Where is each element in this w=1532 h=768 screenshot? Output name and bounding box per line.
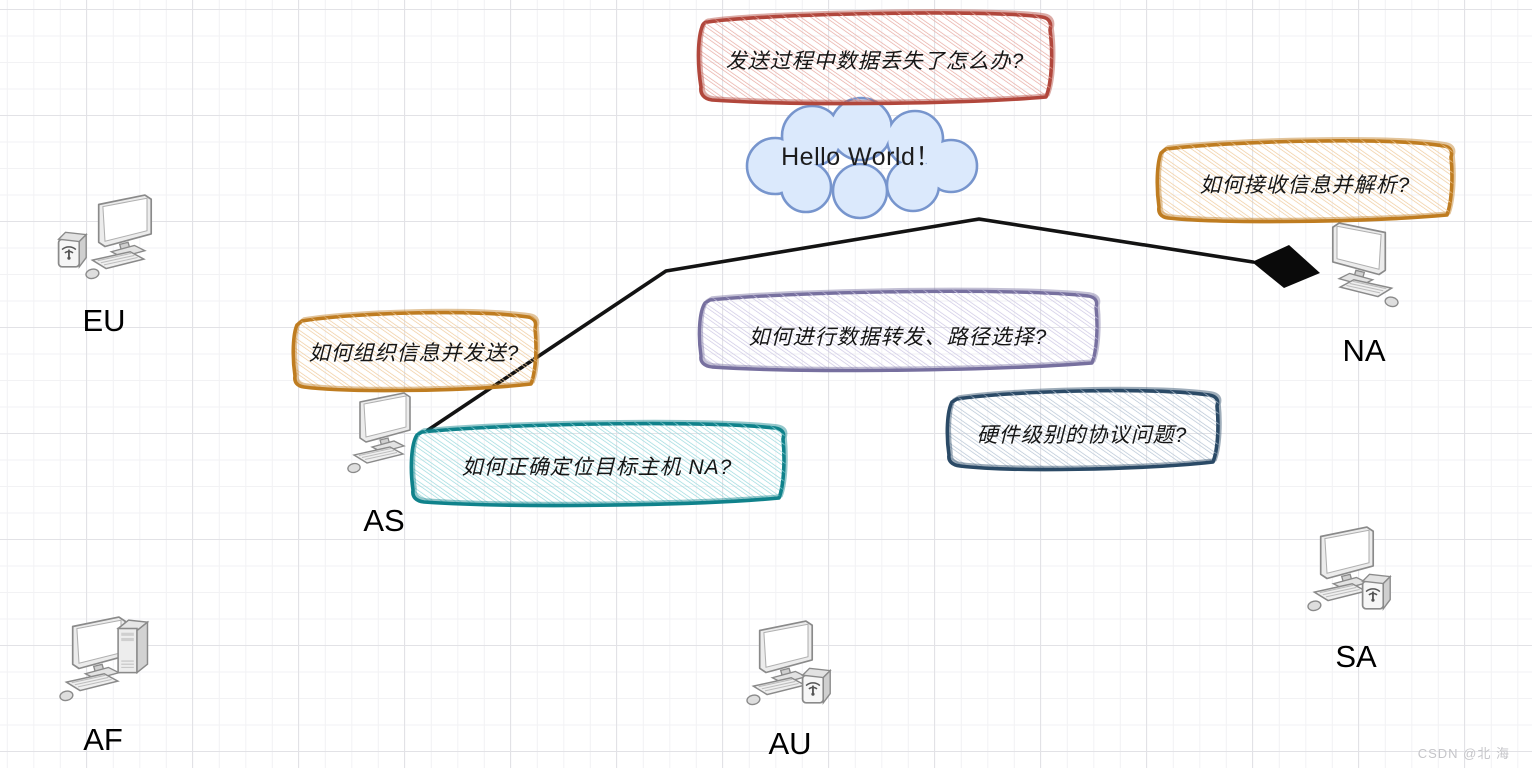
- computer-icon-af: [58, 616, 149, 703]
- computer-icon-au: [745, 620, 832, 707]
- callout-box-forward-route: [697, 287, 1101, 373]
- host-label-sa: SA: [1335, 639, 1377, 674]
- callout-text-hardware-protocol: 硬件级别的协议问题?: [976, 424, 1188, 447]
- connection-diamond-endpoint: [1252, 245, 1320, 288]
- computer-icon-eu: [57, 194, 153, 281]
- connection-line: [426, 217, 1255, 432]
- speech-cloud: [745, 96, 979, 220]
- watermark: CSDN @北 海: [1417, 746, 1510, 761]
- callout-box-receive-parse: [1155, 137, 1456, 224]
- host-label-as: AS: [363, 503, 405, 538]
- cloud-message: Hello World！: [781, 143, 941, 171]
- callout-text-data-loss: 发送过程中数据丢失了怎么办?: [725, 50, 1025, 73]
- computer-icon-as: [346, 392, 411, 475]
- host-label-au: AU: [768, 726, 812, 761]
- computer-icon-na: [1331, 222, 1400, 309]
- callout-text-forward-route: 如何进行数据转发、路径选择?: [748, 326, 1048, 349]
- callout-text-locate-target: 如何正确定位目标主机 NA?: [461, 456, 733, 479]
- callout-text-organize-send: 如何组织信息并发送?: [308, 342, 520, 365]
- host-label-eu: EU: [82, 303, 126, 338]
- callout-box-hardware-protocol: [945, 386, 1222, 472]
- callout-box-organize-send: [291, 308, 540, 393]
- host-label-na: NA: [1342, 333, 1386, 368]
- callout-box-data-loss: [696, 9, 1056, 106]
- callout-box-locate-target: [409, 419, 788, 508]
- callout-text-receive-parse: 如何接收信息并解析?: [1199, 174, 1411, 197]
- host-label-af: AF: [83, 722, 123, 757]
- computer-icon-sa: [1306, 526, 1392, 613]
